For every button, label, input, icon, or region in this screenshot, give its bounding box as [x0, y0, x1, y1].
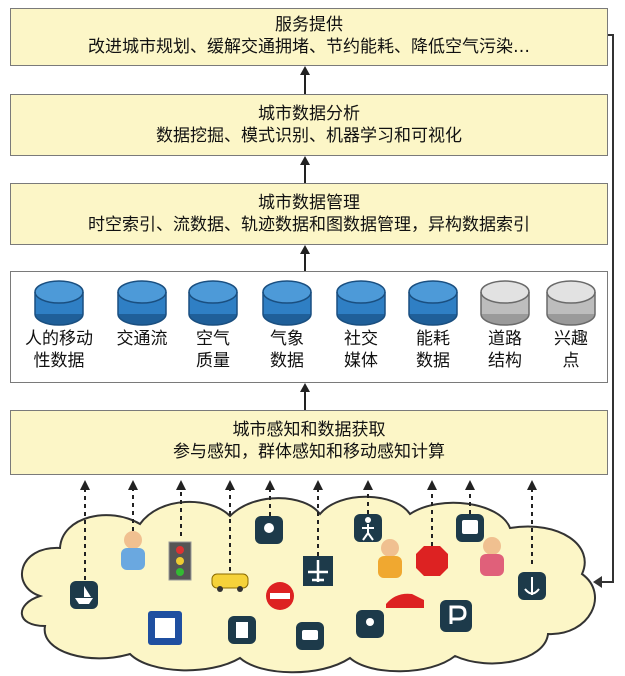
service-layer: 服务提供 改进城市规划、缓解交通拥堵、节约能耗、降低空气污染…: [10, 8, 608, 66]
phone-booth-icon: [228, 616, 256, 644]
database-icon: [408, 280, 458, 326]
stop-sign-icon: [416, 546, 448, 576]
fuel-station-icon: [148, 611, 182, 645]
airport-icon: [303, 556, 333, 586]
dataset-label-line1: 空气: [196, 329, 230, 349]
dataset-air-quality: 空气 质量: [181, 278, 245, 372]
feedback-line-top: [606, 34, 614, 36]
dataset-label-line1: 社交: [344, 329, 378, 349]
traffic-light-icon: [168, 541, 192, 581]
map-pin-icon: [356, 610, 384, 638]
management-subtitle: 时空索引、流数据、轨迹数据和图数据管理，异构数据索引: [88, 215, 530, 235]
dataset-label-line2: 数据: [416, 351, 450, 371]
arrowhead: [313, 480, 323, 490]
dataset-label-line1: 气象: [270, 329, 304, 349]
acquisition-subtitle: 参与感知，群体感知和移动感知计算: [173, 442, 445, 462]
taxi-stand-icon: [296, 622, 324, 650]
arrowhead: [80, 480, 90, 490]
arrowhead: [225, 480, 235, 490]
management-layer: 城市数据管理 时空索引、流数据、轨迹数据和图数据管理，异构数据索引: [10, 183, 608, 245]
arrowhead: [465, 480, 475, 490]
arrow-analysis-to-service: [300, 66, 310, 94]
dataset-social-media: 社交 媒体: [329, 278, 393, 372]
dataset-road-network: 道路 结构: [473, 278, 537, 372]
dataset-label-line1: 人的移动: [25, 329, 93, 349]
dataset-label-line1: 能耗: [416, 329, 450, 349]
dataset-label-line1: 交通流: [116, 329, 168, 349]
dataset-human-mobility: 人的移动 性数据: [13, 278, 105, 372]
database-icon: [34, 280, 84, 326]
arrow-acquisition-to-data: [300, 383, 310, 410]
database-icon: [480, 280, 530, 326]
arrowhead: [527, 480, 537, 490]
datasets-panel: 人的移动 性数据 交通流 空气 质量 气象 数据 社交 媒体 能耗 数据 道路 …: [10, 271, 608, 383]
dataset-label-line1: 道路: [488, 329, 522, 349]
sensing-cloud-area: [20, 480, 596, 674]
no-entry-icon: [266, 582, 294, 610]
arrow-management-to-analysis: [300, 156, 310, 183]
parking-icon: [440, 600, 472, 632]
taxi-icon: [211, 573, 249, 592]
dataset-label-line2: 结构: [488, 351, 522, 371]
acquisition-layer: 城市感知和数据获取 参与感知，群体感知和移动感知计算: [10, 410, 608, 475]
service-title: 服务提供: [275, 15, 343, 35]
dataset-label-line2: 点: [562, 351, 580, 371]
location-pin-icon: [255, 516, 283, 544]
arrowhead: [265, 480, 275, 490]
dataset-traffic-flow: 交通流: [107, 278, 177, 350]
arrowhead: [427, 480, 437, 490]
dataset-label-line2: 媒体: [344, 351, 378, 371]
service-subtitle: 改进城市规划、缓解交通拥堵、节约能耗、降低空气污染…: [88, 37, 530, 57]
analysis-title: 城市数据分析: [258, 104, 360, 124]
database-icon: [262, 280, 312, 326]
analysis-layer: 城市数据分析 数据挖掘、模式识别、机器学习和可视化: [10, 94, 608, 156]
feedback-line: [612, 34, 614, 582]
dataset-meteorology: 气象 数据: [255, 278, 319, 372]
analysis-subtitle: 数据挖掘、模式识别、机器学习和可视化: [156, 126, 462, 146]
arrow-data-to-management: [300, 245, 310, 271]
database-icon: [188, 280, 238, 326]
arrowhead: [363, 480, 373, 490]
anchor-icon: [518, 572, 546, 600]
person-icon: [378, 539, 402, 578]
dataset-label-line2: 质量: [196, 351, 230, 371]
acquisition-title: 城市感知和数据获取: [232, 420, 386, 440]
dataset-label-line1: 兴趣: [554, 329, 588, 349]
bus-icon: [456, 514, 484, 542]
database-icon: [336, 280, 386, 326]
pedestrian-icon: [354, 514, 382, 542]
database-icon: [546, 280, 596, 326]
feedback-arrowhead: [593, 576, 602, 588]
arrowhead: [128, 480, 138, 490]
arrowhead: [176, 480, 186, 490]
dataset-poi: 兴趣 点: [539, 278, 603, 372]
person-icon: [121, 531, 145, 570]
person-icon: [480, 537, 504, 576]
boat-icon: [70, 581, 98, 609]
dataset-label-line2: 数据: [270, 351, 304, 371]
feedback-line-bottom: [600, 581, 614, 583]
dataset-label-line2: 性数据: [33, 351, 85, 371]
management-title: 城市数据管理: [258, 193, 360, 213]
database-icon: [117, 280, 167, 326]
sports-car-icon: [386, 593, 424, 608]
dataset-energy: 能耗 数据: [401, 278, 465, 372]
